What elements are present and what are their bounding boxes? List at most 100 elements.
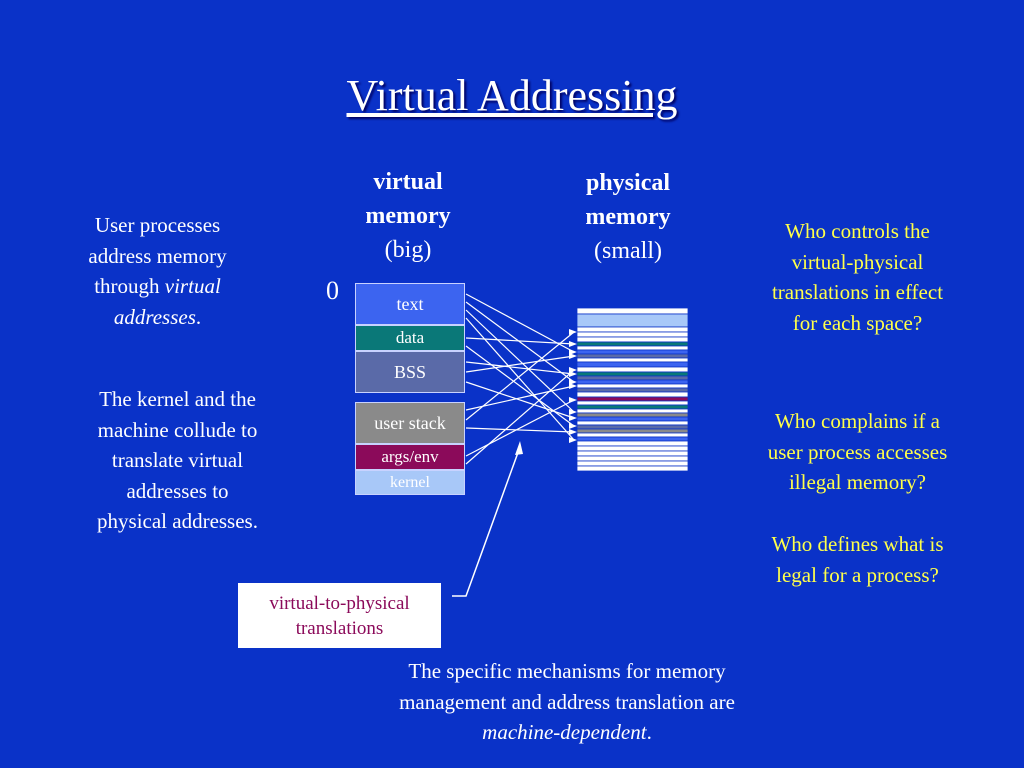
mapping-line: [465, 309, 575, 413]
physical-frame: [576, 375, 689, 381]
q1-line2: virtual-physical: [791, 249, 924, 274]
physical-frame: [576, 336, 689, 343]
virtual-memory-heading-line3: (big): [384, 237, 432, 263]
left-p1-line4-italic: addresses: [113, 304, 196, 329]
left-p2-line4: addresses to: [126, 478, 229, 503]
physical-frame: [576, 412, 689, 418]
mapping-arrowheads: [569, 329, 577, 443]
q2-line3: illegal memory?: [788, 470, 927, 494]
question-who-controls: Who controls the virtual-physical transl…: [735, 216, 980, 338]
mapping-arrowhead: [569, 349, 577, 355]
physical-frame: [576, 326, 689, 333]
q2-line2: user process accesses: [767, 439, 948, 464]
mapping-arrowhead: [569, 437, 577, 443]
physical-frame: [576, 465, 689, 472]
user-stack-segment: user stack: [355, 402, 465, 444]
footer-line3-italic: machine-dependent: [482, 720, 647, 744]
virtual-memory-heading: virtual memory (big): [338, 165, 478, 267]
q1-line1: Who controls the: [785, 219, 930, 243]
left-p1-line1: User processes: [94, 213, 221, 237]
mapping-arrowhead: [569, 429, 577, 435]
physical-frame: [576, 341, 689, 347]
kernel-segment-label: kernel: [390, 473, 430, 491]
mapping-arrowhead: [569, 383, 577, 389]
physical-memory-heading-line2: memory: [585, 204, 671, 230]
left-p1-line4: .: [195, 304, 202, 329]
physical-frame: [576, 379, 689, 385]
question-who-complains: Who complains if a user process accesses…: [735, 406, 980, 498]
physical-frame: [576, 387, 689, 393]
address-zero-label: 0: [326, 276, 339, 305]
physical-memory-heading: physical memory (small): [558, 166, 698, 268]
left-p2-line2: machine collude to: [97, 417, 258, 442]
physical-frame: [576, 391, 689, 398]
left-p2-line3: translate virtual: [111, 448, 244, 472]
physical-frame: [576, 400, 689, 406]
mapping-arrowhead: [569, 367, 577, 373]
data-segment: data: [355, 325, 465, 351]
physical-frame: [576, 424, 689, 430]
physical-memory-frames: [576, 307, 689, 472]
mapping-line: [465, 369, 575, 465]
q3-line2: legal for a process?: [776, 562, 939, 587]
physical-frame: [576, 404, 689, 410]
physical-frame: [576, 455, 689, 462]
footer-note: The specific mechanisms for memory manag…: [330, 656, 804, 748]
physical-frame: [576, 436, 689, 442]
q1-line4: for each space?: [792, 310, 923, 335]
mapping-lines: [465, 293, 575, 465]
physical-memory-heading-line1: physical: [585, 170, 671, 196]
mapping-line: [465, 301, 575, 383]
physical-frame: [576, 345, 689, 351]
left-p1-line3: through: [94, 274, 165, 298]
physical-frame: [576, 416, 689, 422]
footer-line3: .: [646, 720, 652, 744]
mapping-arrowhead: [569, 423, 577, 429]
mapping-arrowhead: [569, 329, 577, 335]
physical-frame: [576, 396, 689, 402]
mapping-arrowhead: [569, 415, 577, 421]
physical-frame: [576, 349, 689, 355]
physical-frame: [576, 313, 689, 328]
physical-frame: [576, 331, 689, 338]
physical-frame: [576, 383, 689, 389]
mapping-line: [465, 317, 575, 441]
mapping-arrowhead: [569, 353, 577, 359]
mapping-line: [465, 345, 575, 427]
text-segment-label: text: [396, 293, 424, 314]
translations-callout: virtual-to-physical translations: [238, 583, 441, 648]
physical-frame: [576, 371, 689, 377]
user-stack-segment-label: user stack: [374, 412, 446, 433]
physical-frame: [576, 361, 689, 368]
q2-line1: Who complains if a: [774, 409, 941, 433]
mapping-arrowhead: [569, 341, 577, 347]
mapping-line: [465, 355, 575, 373]
physical-frame: [576, 460, 689, 467]
mapping-arrowhead: [569, 409, 577, 415]
physical-frame: [576, 408, 689, 414]
mapping-arrowhead: [569, 371, 577, 377]
callout-pointer-arrowhead: [515, 441, 523, 455]
left-paragraph-kernel: The kernel and the machine collude to tr…: [60, 384, 295, 537]
physical-frame: [576, 357, 689, 363]
left-paragraph-virtual-addresses: User processes address memory through vi…: [55, 210, 260, 332]
mapping-line: [465, 361, 575, 375]
q1-line3: translations in effect: [771, 280, 944, 304]
physical-frame: [576, 353, 689, 359]
mapping-line: [465, 293, 575, 353]
mapping-line: [465, 337, 575, 345]
mapping-line: [465, 331, 575, 421]
kernel-segment: kernel: [355, 470, 465, 495]
bss-segment: BSS: [355, 351, 465, 393]
physical-frame: [576, 366, 689, 373]
callout-line1: virtual-to-physical: [269, 592, 410, 614]
callout-pointer: [452, 446, 521, 597]
physical-frame: [576, 445, 689, 452]
left-p2-line1: The kernel and the: [99, 387, 256, 411]
slide-title: Virtual Addressing: [346, 71, 678, 120]
physical-frame: [576, 428, 689, 434]
question-who-defines: Who defines what is legal for a process?: [735, 529, 980, 590]
left-p2-line5: physical addresses.: [97, 509, 258, 533]
text-segment: text: [355, 283, 465, 325]
